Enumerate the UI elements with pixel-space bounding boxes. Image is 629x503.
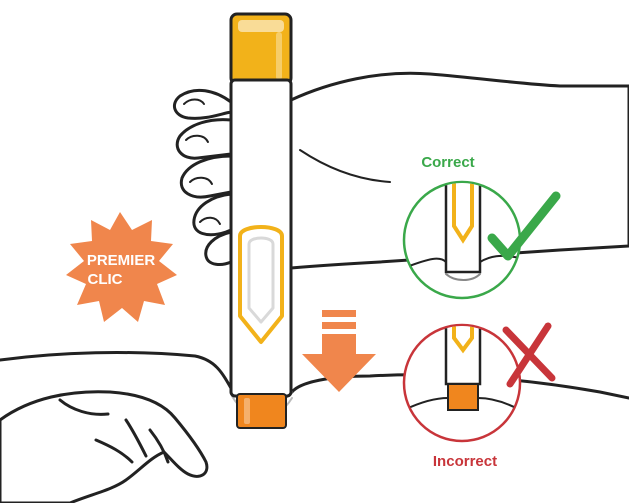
supporting-hand bbox=[0, 392, 207, 503]
first-click-badge: PREMIER CLIC bbox=[66, 212, 177, 322]
first-click-label-line2: CLIC bbox=[88, 271, 123, 288]
pen-viewing-window bbox=[240, 227, 282, 342]
first-click-label-line1: PREMIER bbox=[87, 252, 156, 269]
auto-injector-pen bbox=[231, 14, 291, 428]
incorrect-inset: Incorrect bbox=[404, 320, 552, 470]
correct-label: Correct bbox=[421, 154, 474, 171]
down-arrow-icon bbox=[302, 310, 376, 392]
incorrect-label: Incorrect bbox=[433, 453, 497, 470]
